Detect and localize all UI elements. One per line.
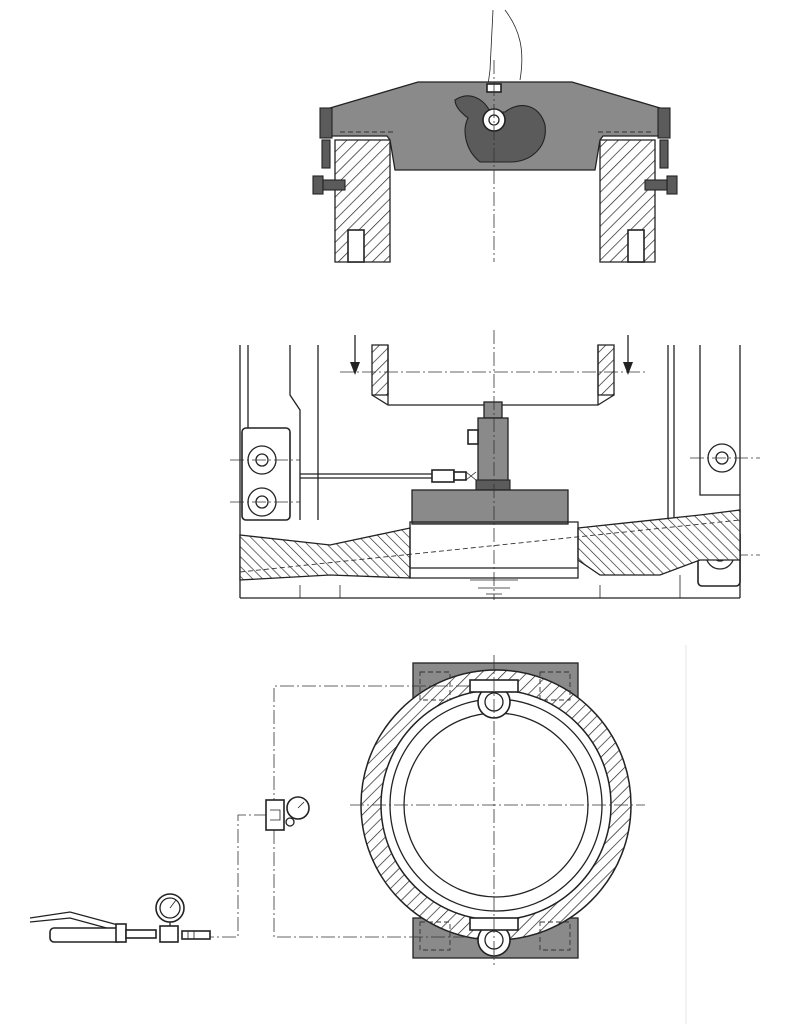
right-bolt-assembly <box>644 107 678 195</box>
bottom-plan <box>29 645 687 1024</box>
left-bolt-assembly <box>312 107 346 195</box>
load-arrow-right <box>623 335 633 375</box>
middle-section <box>230 330 760 600</box>
distribution-valve <box>265 796 310 831</box>
load-arrow-left <box>350 335 360 375</box>
hydraulic-jack <box>411 401 569 525</box>
left-eye-block <box>230 427 300 521</box>
base-section <box>239 527 411 581</box>
hand-pump <box>29 893 211 943</box>
top-section <box>312 9 678 263</box>
